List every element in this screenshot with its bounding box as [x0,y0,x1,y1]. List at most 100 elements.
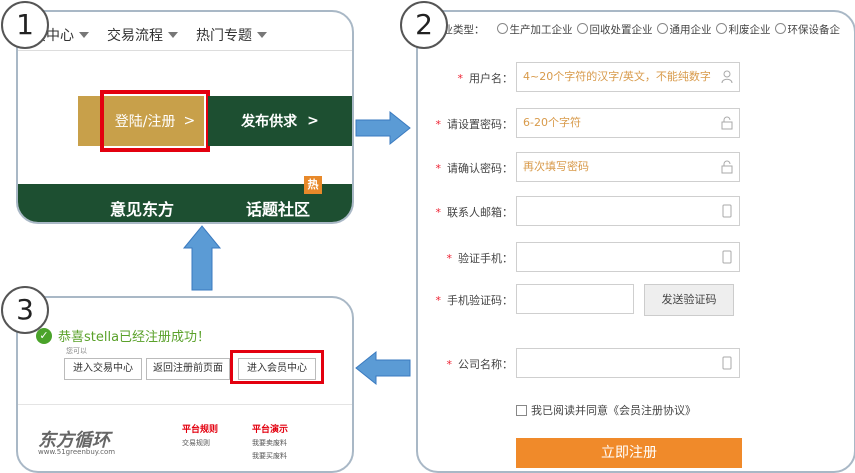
radio-label: 回收处置企业 [589,24,653,36]
check-icon: ✓ [36,327,52,344]
email-input[interactable] [516,196,740,226]
username-input[interactable]: 4~20个字符的汉字/英文，不能纯数字 [516,62,740,92]
password-input[interactable]: 6-20个字符 [516,108,740,138]
required-mark: * [435,206,442,219]
nav-hot-topics[interactable]: 热门专题 [196,20,267,50]
field-label: *公司名称： [447,356,514,372]
form-row-username: * 用户名： 4~20个字符的汉字/英文，不能纯数字 [418,62,854,94]
radio-option[interactable]: 通用企业 [656,22,712,37]
required-mark: * [457,72,464,85]
required-mark: * [446,252,453,265]
login-label: 登陆/注册 [114,114,176,130]
login-button-bg [78,96,204,146]
label-text: 公司名称： [458,358,513,371]
field-label: * 用户名： [458,70,514,86]
placeholder-text: 4~20个字符的汉字/英文，不能纯数字 [523,70,711,83]
required-mark: * [435,118,442,131]
lock-icon [721,160,733,174]
step-badge-3: 3 [1,286,49,334]
phone-icon [722,250,732,264]
checkbox-icon[interactable] [516,404,527,416]
footer-col-title[interactable]: 平台规则 [182,425,219,435]
success-message: ✓ 恭喜stella已经注册成功！ [36,326,210,345]
radio-label: 环保设备企 [787,24,841,36]
panel-success: ✓ 恭喜stella已经注册成功！ 您可以 进入交易中心 返回注册前页面 进入会… [16,296,354,473]
post-supply-label: 发布供求 [241,114,298,130]
enter-member-center-button[interactable]: 进入会员中心 [238,358,316,380]
caret-down-icon [257,32,267,38]
nav-trade-process[interactable]: 交易流程 [107,20,178,50]
success-text: 恭喜stella已经注册成功！ [58,330,211,345]
form-row-email: * 联系人邮箱： [418,196,854,228]
field-label: *手机验证码： [436,292,514,308]
radio-option[interactable]: 环保设备企 [774,22,841,37]
form-row-confirm-password: * 请确认密码： 再次填写密码 [418,152,854,184]
placeholder-text: 6-20个字符 [523,116,581,129]
you-can-text: 您可以 [66,347,87,355]
nav-label: 交易流程 [107,28,163,44]
arrow-up-icon [182,225,222,291]
phone-icon [722,356,732,370]
back-to-previous-button[interactable]: 返回注册前页面 [146,358,230,380]
phone-icon [722,204,732,218]
field-label: * 验证手机： [447,250,514,266]
form-row-password: * 请设置密码： 6-20个字符 [418,108,854,140]
radio-label: 生产加工企业 [509,24,573,36]
field-label: * 联系人邮箱： [436,204,514,220]
post-supply-button[interactable]: 发布供求 > [208,96,352,146]
chevron-right-icon: > [307,113,319,129]
radio-icon [656,23,668,34]
send-code-button[interactable]: 发送验证码 [644,284,734,316]
chevron-right-icon: > [183,113,196,129]
radio-label: 利废企业 [728,24,771,36]
footer-col-rules: 平台规则 交易规则 [182,422,218,448]
feedback-link[interactable]: 意见东方 [110,200,175,219]
caret-down-icon [168,32,178,38]
agree-checkbox-row[interactable]: 我已阅读并同意《会员注册协议》 [516,402,696,418]
footer-col-link[interactable]: 我要卖废料 [252,439,287,447]
footer-col-link[interactable]: 交易规则 [182,439,210,447]
caret-down-icon [79,32,89,38]
panel-homepage: 员中心 交易流程 热门专题 登陆/注册 > 发布供求 > 意见东方 话题社区 热 [16,10,354,224]
footer-col-demo: 平台演示 我要卖废料 我要买废料 [252,422,288,461]
radio-option[interactable]: 生产加工企业 [496,22,573,37]
login-register-button[interactable]: 登陆/注册 > [100,90,210,152]
radio-option[interactable]: 利废企业 [715,22,771,37]
company-type-group: 企业类型： 生产加工企业 回收处置企业 通用企业 利废企业 环保设备企 [432,22,840,37]
confirm-password-input[interactable]: 再次填写密码 [516,152,740,182]
radio-icon [576,23,588,34]
footer-divider [18,404,352,405]
company-name-input[interactable] [516,348,740,378]
arrow-right-icon [355,110,411,146]
required-mark: * [435,162,442,175]
top-nav: 员中心 交易流程 热门专题 [18,20,352,50]
radio-icon [715,23,727,34]
footer-col-title[interactable]: 平台演示 [252,425,289,435]
arrow-left-icon [355,350,411,386]
field-label: * 请确认密码： [436,160,514,176]
radio-icon [496,23,508,34]
footer-col-link[interactable]: 我要买废料 [252,452,287,460]
form-row-sms-code: *手机验证码： 发送验证码 [418,284,854,316]
label-text: 手机验证码： [447,294,513,307]
register-submit-button[interactable]: 立即注册 [516,438,742,468]
community-link[interactable]: 话题社区 [246,200,311,219]
lock-icon [721,116,733,130]
label-text: 验证手机： [458,252,513,265]
label-text: 请设置密码： [447,118,513,131]
sms-code-input[interactable] [516,284,634,314]
radio-option[interactable]: 回收处置企业 [576,22,653,37]
highlight-box [230,350,324,384]
agree-label: 我已阅读并同意《会员注册协议》 [531,404,696,417]
label-text: 联系人邮箱： [447,206,513,219]
nav-divider [18,50,352,51]
field-label: * 请设置密码： [436,116,514,132]
phone-input[interactable] [516,242,740,272]
form-row-company-name: *公司名称： [418,348,854,380]
enter-trade-center-button[interactable]: 进入交易中心 [64,358,142,380]
label-text: 用户名： [469,72,513,85]
placeholder-text: 再次填写密码 [523,160,589,173]
radio-icon [774,23,786,34]
panel-registration-form: 企业类型： 生产加工企业 回收处置企业 通用企业 利废企业 环保设备企 * 用户名… [416,10,855,473]
label-text: 请确认密码： [447,162,513,175]
